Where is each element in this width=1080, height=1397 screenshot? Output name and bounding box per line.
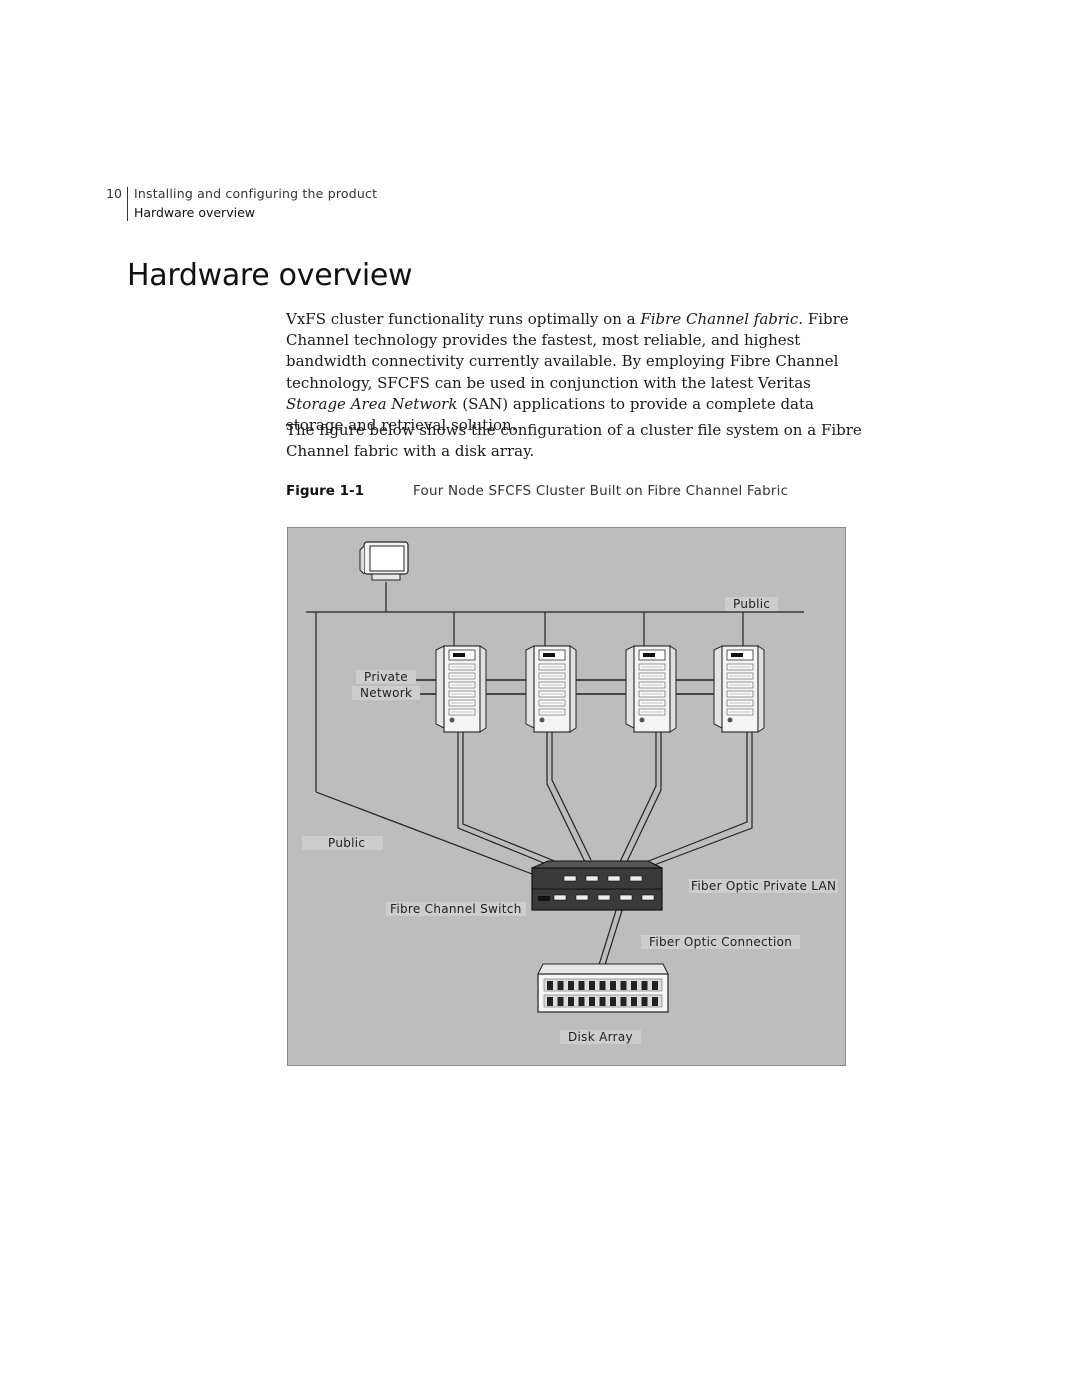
cluster-servers [435,645,765,733]
fibre-cables [457,728,753,969]
server-4 [713,645,765,733]
figure-title: Four Node SFCFS Cluster Built on Fibre C… [413,483,789,499]
server-1 [435,645,487,733]
public-network-bus [306,582,804,875]
fibre-channel-switch [531,860,663,911]
body-paragraph-1: VxFS cluster functionality runs optimall… [286,309,866,436]
chapter-title: Installing and configuring the product [134,186,378,201]
text-run: . Fibre Channel technology provides the … [286,310,849,392]
label-public-left: Public [302,836,384,850]
server-drops [453,612,744,648]
figure-label: Figure 1-1 [286,483,365,499]
label-fiber-optic-connection: Fiber Optic Connection [641,935,801,949]
label-fibre-channel-switch: Fibre Channel Switch [386,902,526,916]
page-title: Hardware overview [127,258,413,293]
disk-array [537,963,669,1013]
body-paragraph-2: The figure below shows the configuration… [286,420,866,462]
diagram-svg [306,541,804,1013]
label-disk-array: Disk Array [560,1030,641,1044]
paragraph-text: The figure below shows the configuration… [286,421,862,461]
server-3 [625,645,677,733]
paragraph-text: VxFS cluster functionality runs optimall… [286,309,866,436]
label-public-top: Public [725,597,779,611]
header-rule [127,187,128,221]
label-fiber-optic-private-lan: Fiber Optic Private LAN [689,879,839,893]
text-run: VxFS cluster functionality runs optimall… [286,310,641,328]
label-network: Network [352,686,421,700]
workstation-icon [359,541,409,581]
emphasis-text: Storage Area Network [286,394,458,413]
page-number: 10 [106,186,122,201]
cluster-diagram: Public Private Network Public Fiber Opti… [287,527,846,1066]
label-private: Private [356,670,416,684]
server-2 [525,645,577,733]
section-title: Hardware overview [134,205,255,220]
emphasis-text: Fibre Channel fabric [640,310,799,328]
text-run: (SAN) applications to provide a complete… [286,394,814,435]
